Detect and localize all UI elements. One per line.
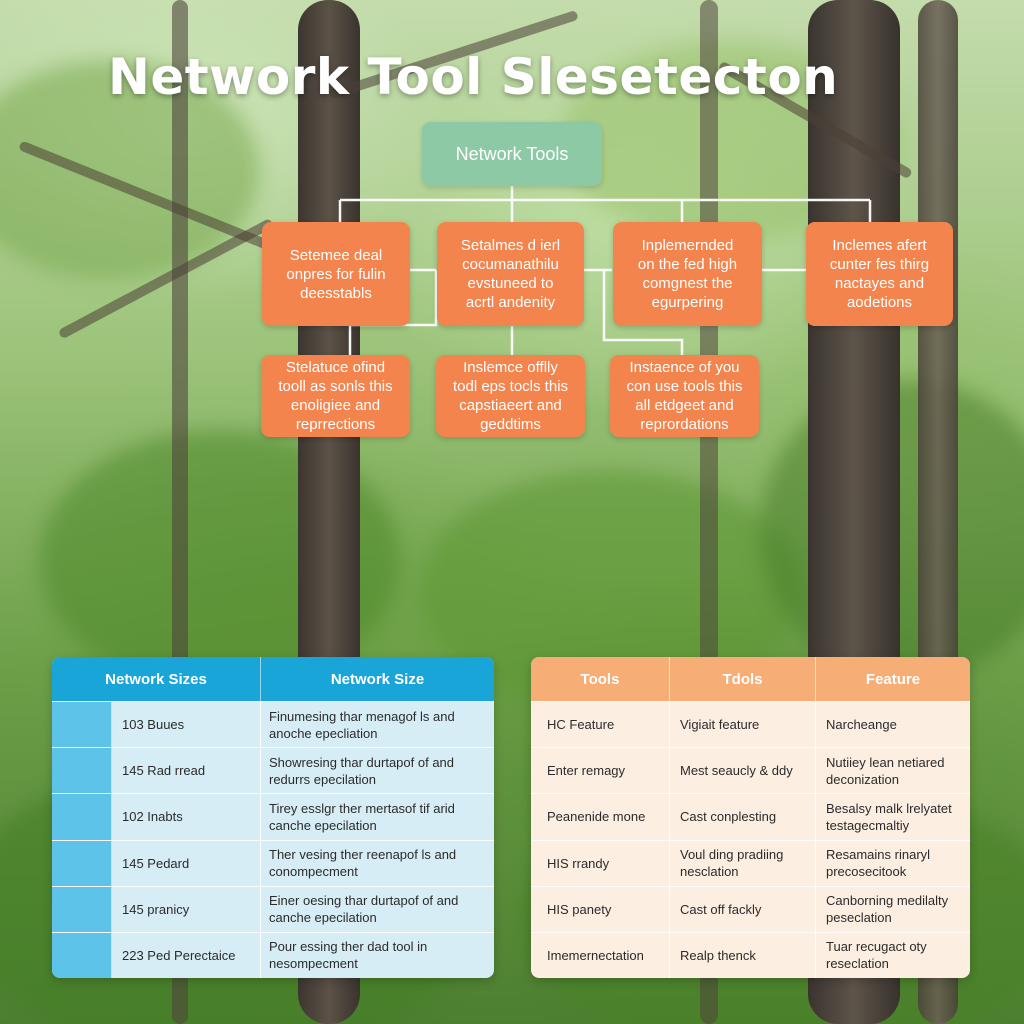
table-cell: Enter remagy [547,763,626,779]
column-header[interactable]: Network Size [260,657,494,701]
table-row[interactable]: HIS panety Cast off fackly Canborning me… [531,885,970,932]
table-cell: Showresing thar durtapof of and redurrs … [260,748,494,794]
table-cell: Besalsy malk lrelyatet testagecmaltiy [815,794,970,840]
network-sizes-table: Network Sizes Network Size 103 Buues Fin… [52,657,494,978]
table-cell: Canborning medilalty peseclation [815,886,970,932]
table-cell: Mest seaucly & ddy [669,748,815,794]
table-row[interactable]: 103 Buues Finumesing thar menagof ls and… [52,701,494,748]
row-stub [52,794,112,840]
table-row[interactable]: 145 pranicy Einer oesing thar durtapof o… [52,885,494,932]
table-cell: Vigiait feature [669,702,815,748]
table-row[interactable]: 102 Inabts Tirey esslgr ther mertasof ti… [52,793,494,840]
tools-feature-table: Tools Tdols Feature HC Feature Vigiait f… [531,657,970,978]
table-header: Network Sizes Network Size [52,657,494,701]
column-header[interactable]: Network Sizes [105,670,207,688]
table-row[interactable]: HC Feature Vigiait feature Narcheange [531,701,970,748]
diagram-node[interactable]: Inslemce offlly todl eps tocls this caps… [436,355,585,437]
table-cell: HC Feature [547,717,615,733]
diagram-node[interactable]: Instaence of you con use tools this all … [610,355,759,437]
table-cell: Cast conplesting [669,794,815,840]
column-header[interactable]: Tools [580,670,620,688]
diagram-node[interactable]: Stelatuce ofind tooll as sonls this enol… [261,355,410,437]
table-row[interactable]: 145 Pedard Ther vesing ther reenapof ls … [52,839,494,886]
column-header[interactable]: Feature [815,657,970,701]
table-cell: Voul ding pradiing nesclation [669,840,815,886]
column-header[interactable]: Tdols [669,657,815,701]
table-cell: Peanenide mone [547,809,646,825]
table-row[interactable]: HIS rrandy Voul ding pradiing nesclation… [531,839,970,886]
table-header: Tools Tdols Feature [531,657,970,701]
diagram-node[interactable]: Setemee deal onpres for fulin deesstabls [262,222,410,326]
table-cell: Cast off fackly [669,886,815,932]
table-cell: 223 Ped Perectaice [122,947,236,963]
table-cell: Tirey esslgr ther mertasof tif arid canc… [260,794,494,840]
table-cell: Ther vesing ther reenapof ls and conompe… [260,840,494,886]
table-row[interactable]: 223 Ped Perectaice Pour essing ther dad … [52,931,494,978]
diagram-node[interactable]: Inplemernded on the fed high comgnest th… [613,222,762,326]
root-node-network-tools[interactable]: Network Tools [422,122,602,186]
row-stub [52,932,112,978]
table-row[interactable]: Enter remagy Mest seaucly & ddy Nutiiey … [531,747,970,794]
table-cell: 102 Inabts [122,809,183,825]
table-row[interactable]: 145 Rad rread Showresing thar durtapof o… [52,747,494,794]
row-stub [52,886,112,932]
table-cell: Resamains rinaryl precosecitook [815,840,970,886]
table-cell: Pour essing ther dad tool in nesompecmen… [260,932,494,978]
table-cell: Einer oesing thar durtapof of and canche… [260,886,494,932]
table-cell: HIS rrandy [547,855,610,871]
table-cell: Finumesing thar menagof ls and anoche ep… [260,702,494,748]
table-row[interactable]: Peanenide mone Cast conplesting Besalsy … [531,793,970,840]
row-stub [52,748,112,794]
table-cell: HIS panety [547,901,612,917]
table-cell: 145 Rad rread [122,763,206,779]
table-cell: Narcheange [815,702,970,748]
table-cell: Realp thenck [669,932,815,978]
table-cell: 103 Buues [122,717,185,733]
row-stub [52,840,112,886]
table-cell: Nutiiey lean netiared deconization [815,748,970,794]
table-cell: Tuar recugact oty reseclation [815,932,970,978]
diagram-node[interactable]: Inclemes afert cunter fes thirg nactayes… [806,222,953,326]
page-title: Network Tool Slesetecton [108,48,839,106]
row-stub [52,702,112,748]
table-cell: 145 pranicy [122,901,190,917]
diagram-node[interactable]: Setalmes d ierl cocumanathilu evstuneed … [437,222,584,326]
table-row[interactable]: Imemernectation Realp thenck Tuar recuga… [531,931,970,978]
table-cell: Imemernectation [547,947,644,963]
table-cell: 145 Pedard [122,855,190,871]
